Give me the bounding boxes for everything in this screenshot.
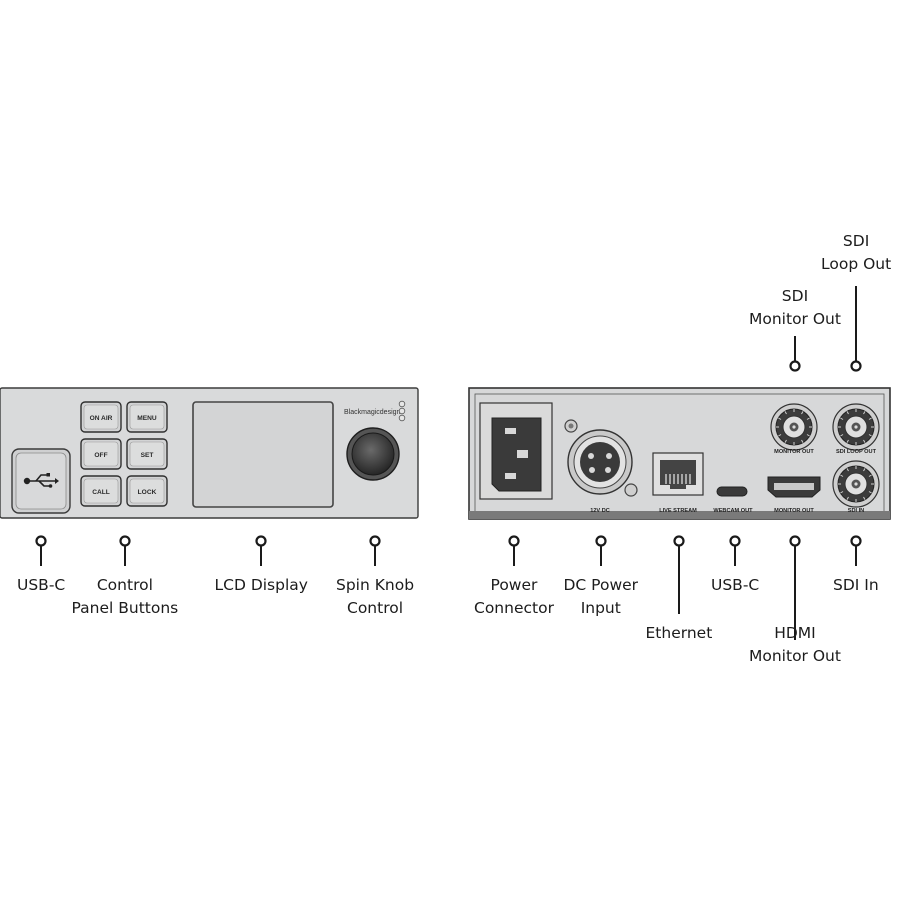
hdmi-port[interactable] bbox=[767, 476, 821, 498]
rear-panel: 12V DC LIVE STREAM WEBCAM OUT MONITOR OU… bbox=[468, 387, 891, 520]
panel-button-label: LOCK bbox=[138, 489, 157, 496]
panel-button-on-air[interactable]: ON AIR bbox=[80, 401, 122, 433]
leader-lines bbox=[35, 286, 862, 640]
callout-line: LCD Display bbox=[214, 576, 308, 594]
leader-hdmi-out bbox=[789, 535, 801, 640]
label-sdi-monitor-out: MONITOR OUT bbox=[774, 449, 814, 455]
callout-front-usbc: USB-C bbox=[17, 574, 65, 597]
power-connector[interactable] bbox=[479, 402, 553, 500]
sdi-loop-out-bnc[interactable] bbox=[832, 403, 880, 451]
panel-button-lock[interactable]: LOCK bbox=[126, 475, 168, 507]
label-12v-dc: 12V DC bbox=[590, 508, 610, 514]
panel-button-label: SET bbox=[141, 452, 154, 459]
callout-line: HDMI bbox=[774, 624, 816, 642]
label-sdi-loop-out: SDI LOOP OUT bbox=[836, 449, 877, 455]
lcd-display bbox=[192, 401, 334, 508]
spin-knob[interactable] bbox=[346, 427, 400, 481]
callout-lcd-display: LCD Display bbox=[215, 574, 308, 597]
control-panel-buttons: ON AIR MENU OFF SET CALL LOCK bbox=[80, 401, 168, 507]
leader-power-connector bbox=[508, 535, 520, 566]
callout-line: Input bbox=[580, 599, 621, 617]
panel-button-call[interactable]: CALL bbox=[80, 475, 122, 507]
leader-sdi-monitor bbox=[789, 336, 801, 372]
callout-line: SDI In bbox=[833, 576, 879, 594]
callout-sdi-in: SDI In bbox=[833, 574, 879, 597]
callout-line: DC Power bbox=[563, 576, 639, 594]
leader-sdi-in bbox=[850, 535, 862, 566]
panel-button-label: ON AIR bbox=[90, 415, 113, 422]
callout-line: Loop Out bbox=[821, 255, 892, 273]
callout-line: Power bbox=[490, 576, 538, 594]
status-leds bbox=[398, 400, 406, 422]
sdi-connectors bbox=[770, 403, 880, 508]
leader-ethernet bbox=[673, 535, 685, 614]
front-usbc-button[interactable] bbox=[11, 448, 71, 514]
panel-button-menu[interactable]: MENU bbox=[126, 401, 168, 433]
callout-line: Connector bbox=[474, 599, 554, 617]
leader-dc-power bbox=[595, 535, 607, 566]
label-webcam-out: WEBCAM OUT bbox=[713, 508, 753, 514]
rear-port-labels: 12V DC LIVE STREAM WEBCAM OUT MONITOR OU… bbox=[590, 449, 876, 514]
label-live-stream: LIVE STREAM bbox=[659, 508, 697, 514]
panel-button-label: MENU bbox=[137, 415, 157, 422]
rear-usbc-port[interactable] bbox=[716, 486, 748, 497]
leader-control-buttons bbox=[119, 535, 131, 566]
callout-hdmi-monitor-out: HDMI Monitor Out bbox=[749, 622, 841, 668]
callout-line: Ethernet bbox=[645, 624, 713, 642]
leader-lcd bbox=[255, 535, 267, 566]
callout-line: USB-C bbox=[17, 576, 66, 594]
leader-spin-knob bbox=[369, 535, 381, 566]
callout-line: Monitor Out bbox=[749, 310, 841, 328]
label-sdi-in: SDI IN bbox=[848, 508, 864, 514]
leader-front-usbc bbox=[35, 535, 47, 566]
callout-line: Monitor Out bbox=[749, 647, 841, 665]
callout-sdi-loop-out: SDI Loop Out bbox=[821, 230, 891, 276]
panel-button-set[interactable]: SET bbox=[126, 438, 168, 470]
callout-ethernet: Ethernet bbox=[646, 622, 713, 645]
callout-line: Control bbox=[347, 599, 404, 617]
panel-button-label: CALL bbox=[92, 489, 110, 496]
callout-line: Panel Buttons bbox=[71, 599, 179, 617]
callout-line: Spin Knob bbox=[336, 576, 415, 594]
callout-line: SDI bbox=[842, 232, 870, 250]
label-hdmi-monitor-out: MONITOR OUT bbox=[774, 508, 814, 514]
sdi-monitor-out-bnc[interactable] bbox=[770, 403, 818, 451]
callout-line: Control bbox=[96, 576, 153, 594]
brand-logo: Blackmagicdesign bbox=[344, 409, 401, 416]
panel-button-label: OFF bbox=[94, 452, 107, 459]
callout-rear-usbc: USB-C bbox=[711, 574, 759, 597]
callout-line: SDI bbox=[781, 287, 809, 305]
callout-sdi-monitor-out: SDI Monitor Out bbox=[749, 285, 841, 331]
front-panel: ON AIR MENU OFF SET CALL LOCK Blackmagicdesig… bbox=[0, 387, 419, 519]
ethernet-port[interactable] bbox=[652, 452, 704, 496]
callout-line: USB-C bbox=[711, 576, 760, 594]
dc-power-input[interactable] bbox=[567, 429, 638, 497]
panel-button-off[interactable]: OFF bbox=[80, 438, 122, 470]
leader-rear-usbc bbox=[729, 535, 741, 566]
sdi-in-bnc[interactable] bbox=[832, 460, 880, 508]
leader-sdi-loop bbox=[850, 286, 862, 372]
usb-icon bbox=[23, 473, 59, 488]
